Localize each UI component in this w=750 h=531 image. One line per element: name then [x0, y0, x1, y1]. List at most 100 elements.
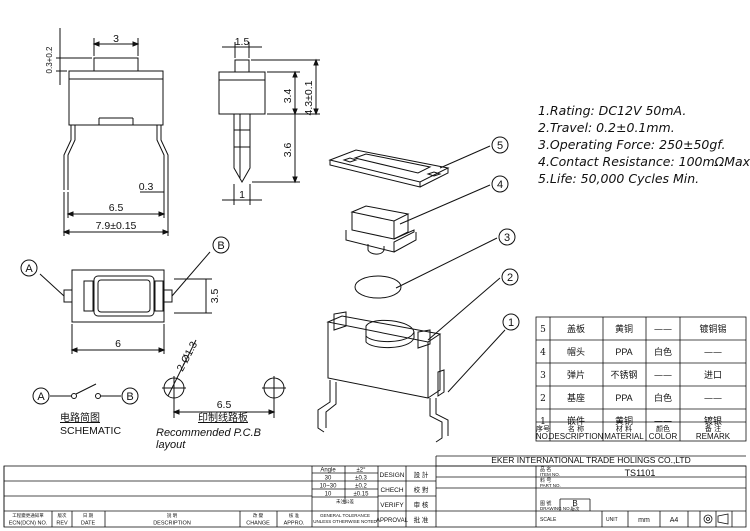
rev-col-appro-cn: 核 准	[289, 512, 300, 519]
spec-force: 3.Operating Force: 250±50gf.	[538, 137, 726, 152]
bom-cell-remark: ——	[704, 394, 722, 404]
dim-side-43: 4.3±0.1	[303, 80, 315, 115]
rev-col-ecn-cn: 工程變更通知單	[12, 512, 44, 519]
bom-hdr-color-cn: 颜色	[656, 424, 670, 433]
title-block	[3, 455, 747, 528]
pcb-caption-cn-wrap: 印制线路板	[198, 413, 248, 425]
projection-symbol	[703, 513, 729, 525]
model-number: TS1101	[625, 468, 656, 478]
dim-side-15: 1.5	[235, 36, 250, 48]
tol-value-1: ±0.3	[355, 476, 367, 482]
dim-top-35: 3.5	[209, 289, 221, 304]
bom-cell-desc: 基座	[567, 392, 585, 404]
spec-life: 5.Life: 50,000 Cycles Min.	[538, 171, 700, 186]
tol-cn: 未注公差	[336, 498, 354, 505]
spec-travel: 2.Travel: 0.2±0.1mm.	[538, 120, 675, 135]
callout-2	[501, 268, 519, 286]
callout-3	[498, 228, 516, 246]
bom-cell-color: 白色	[654, 346, 672, 358]
tol-value-2: ±0.2	[355, 484, 367, 490]
unit-label: UNIT	[606, 517, 618, 523]
front-view	[56, 28, 170, 236]
callout-b-top	[212, 236, 230, 254]
dim-front-03: 0.3	[139, 181, 154, 193]
bom-cell-mat: 黄铜	[615, 415, 633, 427]
bom-cell-color: ——	[654, 417, 672, 427]
front-body	[68, 78, 164, 126]
tol-note2: UNLESS OTHERWISE NOTED	[313, 519, 377, 524]
bom-hdr-mat-cn: 材 料	[616, 424, 632, 433]
callout-5-label: 5	[497, 140, 503, 152]
rev-col-rev: REV	[56, 521, 68, 527]
pcb-caption-cn: 印制线路板	[198, 413, 248, 424]
bom-cell-no: 2	[540, 394, 546, 404]
bom-cell-no: 4	[540, 348, 546, 358]
front-flange	[68, 70, 164, 80]
callout-1	[502, 313, 520, 331]
role-check-cn: 校 對	[414, 485, 429, 494]
part-no-en: PART NO.	[540, 483, 561, 488]
front-cap	[93, 57, 139, 72]
top-tab-left	[63, 289, 73, 303]
rev-col-change: CHANGE	[246, 521, 270, 527]
bom-cell-color: ——	[654, 371, 672, 381]
scale-label: SCALE	[540, 517, 557, 523]
callout-b-top-label: B	[217, 240, 224, 252]
bom-cell-desc: 嵌件	[567, 415, 585, 427]
callout-4-label: 4	[497, 179, 503, 191]
callout-1-label: 1	[508, 317, 514, 329]
side-cap	[234, 59, 250, 73]
callout-a-top	[20, 259, 38, 277]
dim-pcb-65: 6.5	[217, 399, 232, 411]
drawing-no-cn: 图 號	[540, 500, 551, 507]
rev-col-rev-cn: 版次	[58, 512, 67, 519]
bom-hdr-mat-en: MATERIAL	[604, 432, 644, 441]
dim-front-cap: 0.3+0.2	[45, 46, 54, 73]
callout-a-schematic-label: A	[37, 391, 45, 403]
bom-table	[535, 316, 747, 442]
tol-value-0: ±2°	[356, 468, 366, 474]
rev-col-desc: DESCRIPTION	[153, 521, 191, 527]
callout-2-label: 2	[507, 272, 513, 284]
bom-hdr-desc-cn: 名 称	[568, 424, 584, 433]
callout-b-schematic	[121, 387, 139, 405]
tol-value-3: ±0.15	[354, 492, 370, 498]
bom-cell-desc: 弹片	[567, 369, 585, 381]
bom-cell-remark: ——	[704, 348, 722, 358]
role-design-cn: 設 計	[414, 470, 429, 479]
bom-hdr-color-en: COLOR	[649, 432, 678, 441]
schematic-caption: 电路简图 SCHEMATIC	[60, 413, 121, 437]
sheet-size: A4	[670, 517, 679, 524]
dim-front-top: 3	[113, 33, 119, 45]
tol-range-3: 10	[325, 492, 332, 498]
part-name-en: ITEM NO.	[540, 472, 560, 477]
part-dome	[354, 275, 402, 299]
callout-a-schematic	[32, 387, 50, 405]
dim-side-34: 3.4	[282, 89, 294, 104]
bom-cell-color: ——	[654, 325, 672, 335]
pcb-caption-en2: layout	[156, 439, 186, 451]
dim-front-65: 6.5	[109, 202, 124, 214]
schematic-caption-cn: 电路简图	[60, 413, 100, 424]
bom-hdr-no-en: NO.	[536, 432, 550, 441]
bom-cell-mat: 不锈钢	[610, 369, 637, 381]
bom-cell-remark: 进口	[704, 370, 722, 381]
bom-cell-mat: 黄铜	[615, 323, 633, 335]
rev-col-date-cn: 日 期	[83, 513, 94, 519]
bom-hdr-remark-en: REMARK	[696, 432, 731, 441]
title-block-text: EKER INTERNATIONAL TRADE HOLINGS CO.,LTD…	[9, 455, 691, 527]
side-pin	[233, 114, 251, 184]
front-leg-left	[63, 125, 72, 190]
dim-pcb-hole: 2-Ø1.3	[175, 339, 201, 373]
bom-hdr-no-cn: 序号	[536, 424, 550, 433]
top-view	[39, 251, 212, 354]
tol-range-2: 10~30	[320, 484, 338, 490]
side-view	[218, 42, 320, 205]
tol-range-1: 30	[325, 476, 332, 482]
rev-col-ecn: ECN(DCN) NO.	[9, 521, 48, 527]
callouts	[20, 136, 520, 405]
schematic	[50, 383, 121, 399]
rev-col-change-cn: 改 變	[253, 512, 264, 519]
bom-cell-remark: 镀铜锡	[699, 323, 726, 335]
bom-cell-desc: 盖板	[567, 323, 585, 335]
